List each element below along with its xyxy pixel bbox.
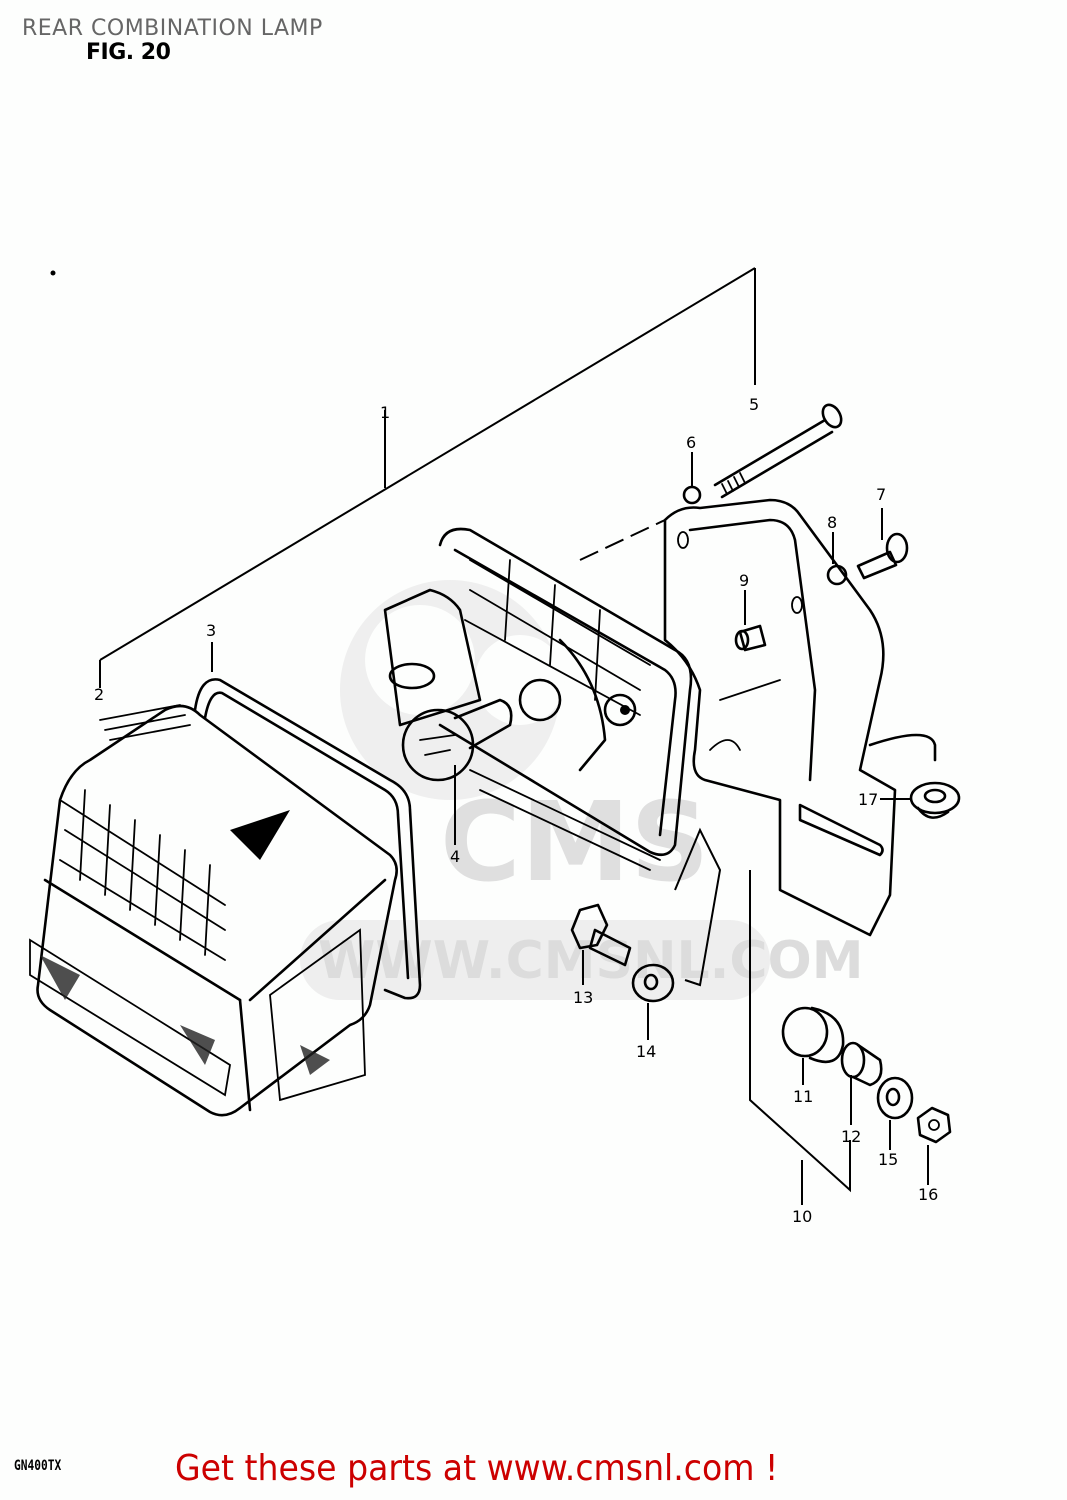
page-title: REAR COMBINATION LAMP	[22, 16, 323, 41]
assembly-leader-lines	[99, 267, 756, 688]
stray-dot	[50, 270, 56, 276]
part-long-bolt	[713, 403, 843, 499]
callout-12: 12	[841, 1127, 861, 1146]
callout-6: 6	[686, 433, 696, 452]
promo-link[interactable]: Get these parts at www.cmsnl.com !	[175, 1448, 779, 1489]
callout-2: 2	[94, 685, 104, 704]
part-nut-16	[916, 1106, 952, 1144]
callout-9: 9	[739, 571, 749, 590]
callout-5: 5	[749, 395, 759, 414]
model-code: GN400TX	[14, 1458, 62, 1474]
callout-1: 1	[380, 403, 390, 422]
callout-10: 10	[792, 1207, 812, 1226]
part-lamp-housing	[438, 527, 693, 871]
callout-3: 3	[206, 621, 216, 640]
figure-number: FIG. 20	[86, 40, 171, 65]
callout-16: 16	[918, 1185, 938, 1204]
callout-7: 7	[876, 485, 886, 504]
part-washer-8	[826, 564, 848, 586]
part-washer-6	[682, 485, 702, 505]
callout-17: 17	[858, 790, 878, 809]
part-bolt-13	[570, 903, 632, 967]
part-bracket	[579, 498, 937, 937]
callout-4: 4	[450, 847, 460, 866]
part-spacer-9	[734, 624, 767, 652]
callout-13: 13	[573, 988, 593, 1007]
part-cushion-11	[781, 1006, 845, 1064]
callout-leader-lines	[211, 452, 929, 1205]
part-grommet-17	[909, 781, 961, 819]
callout-labels: 1 2 3 4 5 6 7 8 9 10 11 12 13 14 15 16 1…	[94, 395, 938, 1226]
watermark-logo-text: CMS	[440, 778, 709, 906]
part-lens	[29, 704, 398, 1117]
callout-11: 11	[793, 1087, 813, 1106]
callout-15: 15	[878, 1150, 898, 1169]
part-bulb	[383, 588, 513, 782]
part-washer-14	[631, 963, 675, 1003]
callout-14: 14	[636, 1042, 656, 1061]
part-bolt-7	[856, 532, 909, 580]
part-collar-12	[840, 1041, 883, 1087]
watermark-text: WWW.CMSNL.COM	[318, 931, 863, 991]
callout-8: 8	[827, 513, 837, 532]
part-gasket	[193, 678, 422, 1000]
part-washer-15	[876, 1076, 914, 1120]
